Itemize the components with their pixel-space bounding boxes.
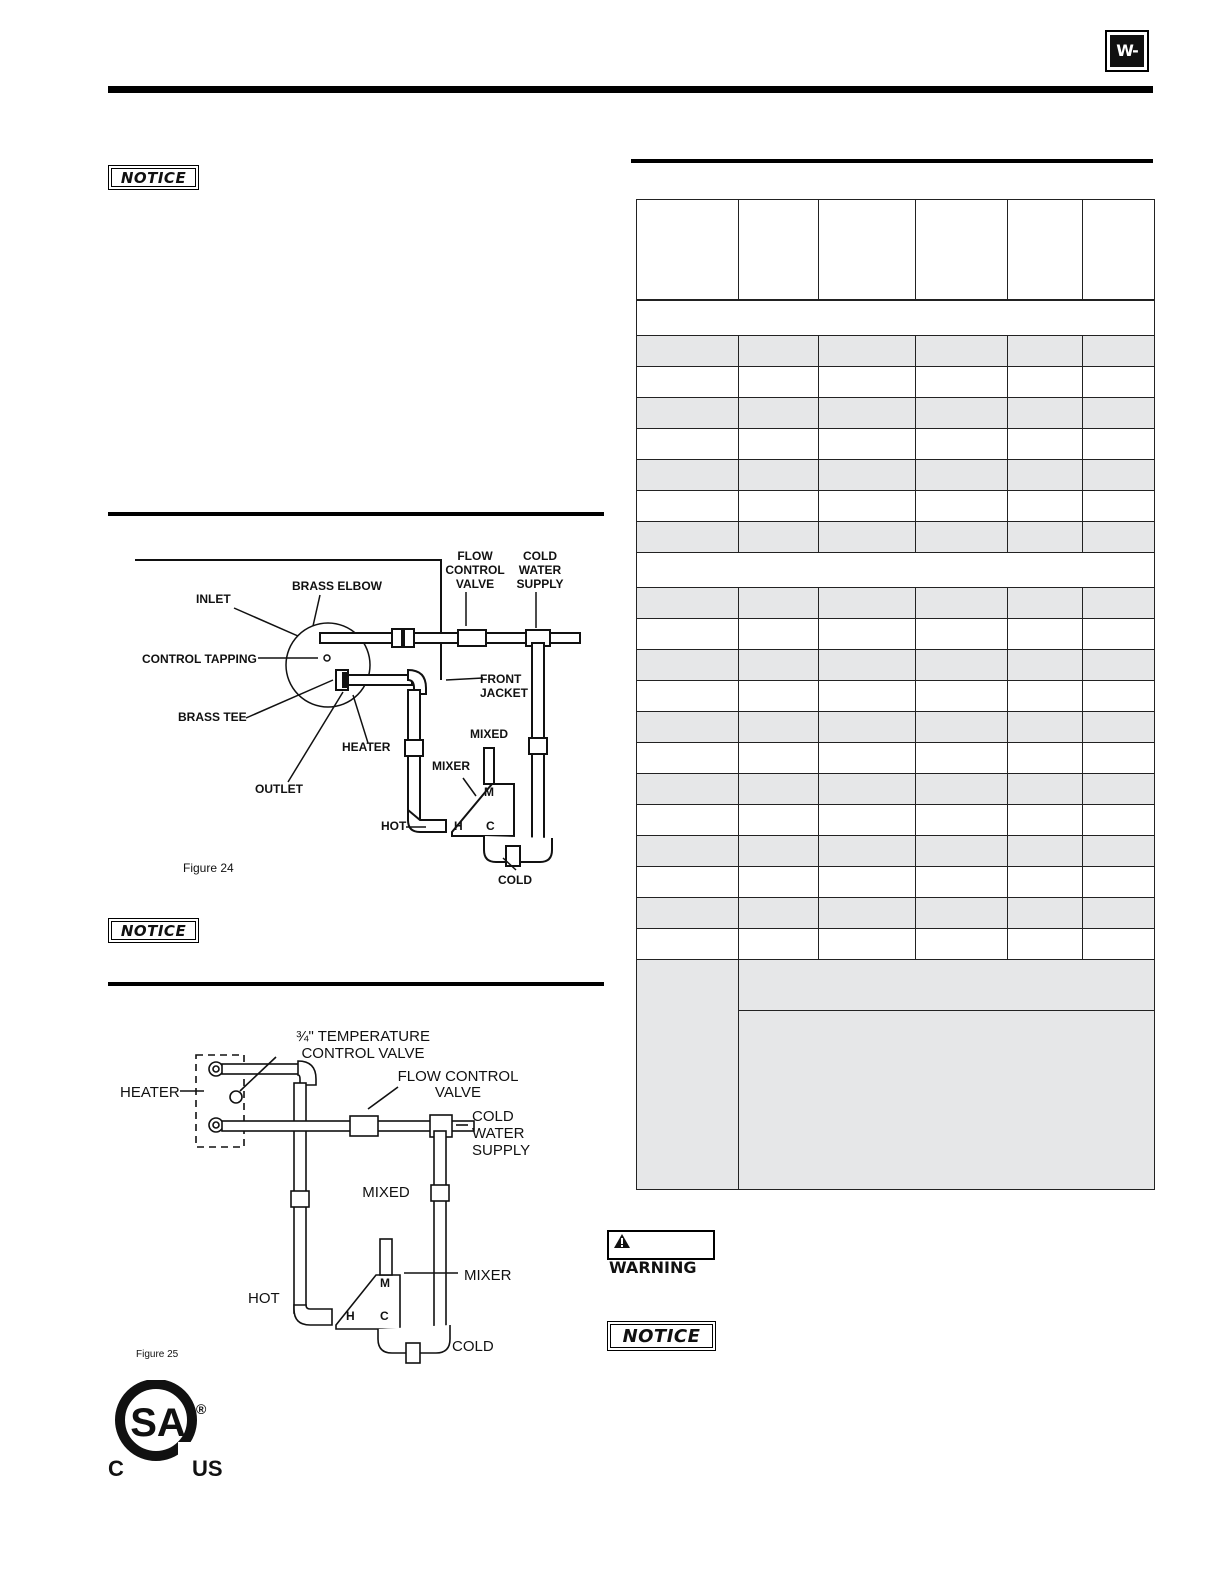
table-row (636, 397, 1155, 429)
table-row (636, 711, 1155, 743)
fig24-brass-elbow-label: BRASS ELBOW (292, 579, 383, 593)
table-header-row (636, 199, 1155, 301)
brand-logo-text: W-M (1110, 35, 1144, 92)
csa-left-label: C (108, 1456, 124, 1480)
table-row (636, 618, 1155, 650)
notice-badge-2: NOTICE (108, 918, 199, 943)
fig24-h-label: H (454, 819, 463, 833)
notice-badge-1: NOTICE (108, 165, 199, 190)
table-row (636, 335, 1155, 367)
brand-logo: W-M (1105, 30, 1149, 92)
fig24-heater-label: HEATER (342, 740, 391, 754)
fig24-outlet-label: OUTLET (255, 782, 304, 796)
header-rule (108, 86, 1153, 93)
fig25-cold-water-label-2: WATER (472, 1125, 525, 1142)
section-rule-figure24 (108, 512, 604, 516)
warning-label: WARNING (609, 1258, 697, 1277)
fig24-cold-water-label-2: WATER (519, 563, 562, 577)
fig24-m-label: M (484, 785, 494, 799)
fig25-hot-label: HOT (248, 1290, 280, 1307)
fig24-cold-label: COLD (498, 873, 532, 887)
fig25-cold-water-label-1: COLD (472, 1108, 514, 1125)
warning-triangle-icon (613, 1232, 631, 1256)
table-row (636, 521, 1155, 553)
fig25-mixer-label: MIXER (464, 1267, 512, 1284)
fig24-c-label: C (486, 819, 495, 833)
table-row (636, 490, 1155, 522)
table-row (636, 366, 1155, 398)
fig24-flow-label-3: VALVE (456, 577, 494, 591)
fig25-flow-label-1: FLOW CONTROL (398, 1068, 519, 1085)
table-row (636, 459, 1155, 491)
fig24-mixed-label: MIXED (470, 727, 508, 741)
table-row (636, 680, 1155, 712)
fig24-control-tapping-label: CONTROL TAPPING (142, 652, 257, 666)
table-row (636, 928, 1155, 960)
table-section-row (636, 299, 1155, 336)
fig25-mixed-label: MIXED (362, 1184, 410, 1201)
registered-mark: ® (196, 1401, 207, 1417)
csa-right-label: US (192, 1456, 223, 1480)
fig24-inlet-label: INLET (196, 592, 231, 606)
table-footnote-row-1 (636, 959, 1155, 1190)
fig25-heater-label: HEATER (120, 1084, 180, 1101)
figure-25-caption: Figure 25 (136, 1349, 179, 1360)
fig25-c-label: C (380, 1309, 389, 1323)
fig24-hot-label: HOT (381, 819, 407, 833)
table-row (636, 835, 1155, 867)
table-row (636, 804, 1155, 836)
fig24-front-jacket-label-1: FRONT (480, 672, 522, 686)
table-row (636, 773, 1155, 805)
specification-table (636, 199, 1155, 1190)
fig25-temp-valve-label-2: CONTROL VALVE (301, 1045, 424, 1062)
fig25-m-label: M (380, 1276, 390, 1290)
table-row (636, 587, 1155, 619)
table-row (636, 649, 1155, 681)
section-rule-table (631, 159, 1153, 163)
fig24-flow-label-2: CONTROL (445, 563, 504, 577)
fig24-cold-water-label-1: COLD (523, 549, 557, 563)
section-rule-figure25 (108, 982, 604, 986)
notice-badge-3: NOTICE (607, 1321, 716, 1351)
fig24-mixer-label: MIXER (432, 759, 470, 773)
table-footnote-row-2 (637, 1010, 1155, 1190)
figure-24-caption: Figure 24 (183, 861, 234, 875)
figure-25-diagram: ¾" TEMPERATURE CONTROL VALVE HEATER FLOW… (120, 1028, 530, 1364)
table-row (636, 866, 1155, 898)
fig24-flow-label-1: FLOW (457, 549, 493, 563)
fig25-temp-valve-label-1: ¾" TEMPERATURE (296, 1028, 430, 1045)
table-section-row (636, 552, 1155, 588)
warning-badge: WARNING (607, 1230, 715, 1277)
fig25-h-label: H (346, 1309, 355, 1323)
figure-24-diagram: FLOW CONTROL VALVE COLD WATER SUPPLY BRA… (135, 549, 581, 887)
csa-certification-mark: SA ® C US (108, 1380, 223, 1480)
fig25-cold-water-label-3: SUPPLY (472, 1142, 530, 1159)
table-row (636, 897, 1155, 929)
fig25-cold-label: COLD (452, 1338, 494, 1355)
fig24-brass-tee-label: BRASS TEE (178, 710, 247, 724)
csa-mark-text: SA (130, 1401, 186, 1445)
fig25-flow-label-2: VALVE (435, 1084, 481, 1101)
table-row (636, 428, 1155, 460)
fig24-cold-water-label-3: SUPPLY (517, 577, 564, 591)
table-row (636, 742, 1155, 774)
fig24-front-jacket-label-2: JACKET (480, 686, 529, 700)
